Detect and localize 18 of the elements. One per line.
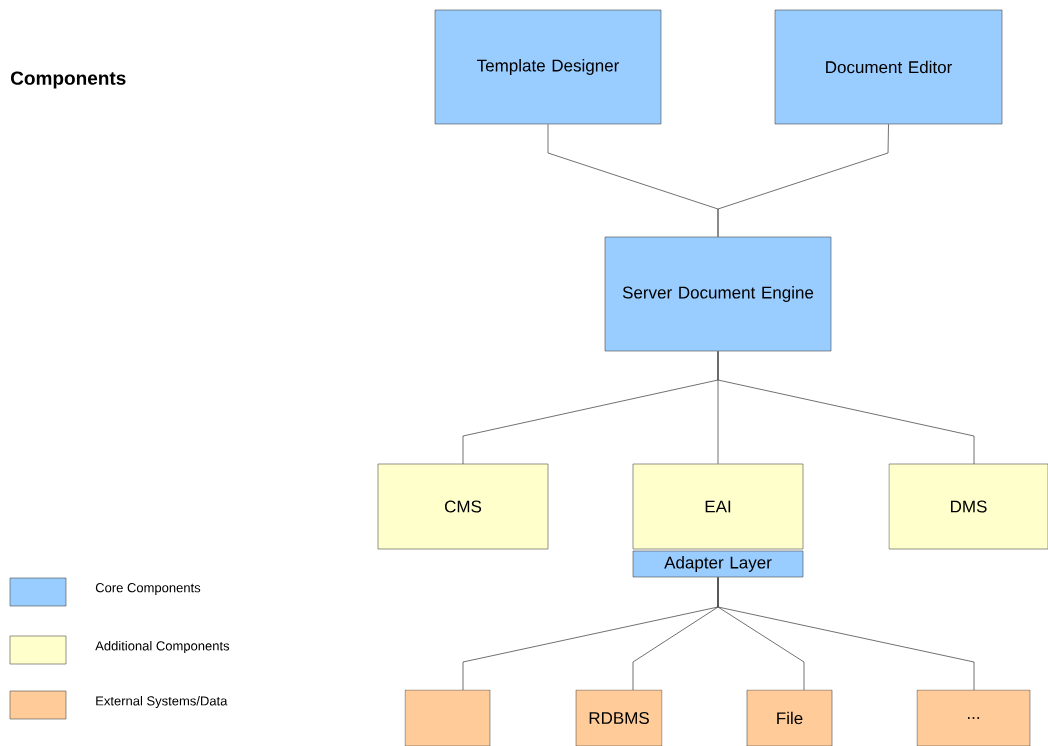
legend-label: Core Components <box>95 583 201 595</box>
component-box: CMS <box>377 463 549 550</box>
component-box: ... <box>916 689 1031 746</box>
title: Components <box>11 71 126 89</box>
legend-label: External Systems/Data <box>96 695 228 709</box>
component-box: File <box>746 689 833 746</box>
legend-label: Additional Components <box>95 640 230 654</box>
component-box: RDBMS <box>575 689 663 746</box>
component-box: EAI <box>632 463 804 550</box>
empty-box <box>404 689 491 746</box>
component-box: DMS <box>888 463 1048 550</box>
component-box: Template Designer <box>434 9 662 125</box>
component-box: Server Document Engine <box>604 236 832 352</box>
component-box: Document Editor <box>774 9 1003 125</box>
connector-line <box>717 123 889 238</box>
connector-line <box>717 350 975 465</box>
connector-line <box>717 576 975 691</box>
component-box: Adapter Layer <box>632 550 804 578</box>
